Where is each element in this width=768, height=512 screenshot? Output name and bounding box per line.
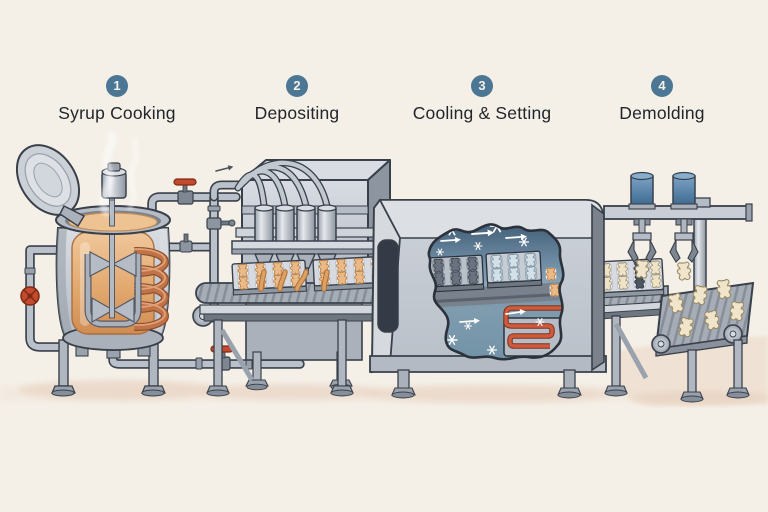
takeaway-conveyor: [651, 280, 755, 403]
stage-3-header: 3 Cooling & Setting: [372, 75, 592, 124]
stage-4-number-badge: 4: [651, 75, 673, 97]
lid-hinge: [59, 204, 86, 228]
feed-hoses: [234, 159, 331, 210]
pneumatic-pickers: [627, 171, 699, 280]
gripper: [687, 239, 699, 263]
tunnel-entrance: [377, 239, 399, 333]
flow-arrow: [214, 163, 235, 175]
cooking-kettle: [15, 144, 171, 397]
setting-mold-tray-frozen: [428, 254, 485, 293]
stage-4-label: Demolding: [619, 103, 705, 123]
stage-1-number-badge: 1: [106, 75, 128, 97]
gripper: [627, 239, 639, 263]
stage-1-header: 1 Syrup Cooking: [7, 75, 227, 124]
stage-2-header: 2 Depositing: [187, 75, 407, 124]
gripper: [669, 239, 681, 263]
stage-2-number-badge: 2: [286, 75, 308, 97]
syrup-streams: [258, 269, 330, 292]
stage-3-number-badge: 3: [471, 75, 493, 97]
stage-2-label: Depositing: [254, 103, 340, 123]
gripper: [645, 239, 657, 263]
tunnel-right-edge: [591, 203, 605, 372]
stage-3-label: Cooling & Setting: [412, 103, 552, 123]
steam: [99, 132, 139, 216]
demold-tray: [595, 257, 665, 299]
gray-valve-vertical: [179, 217, 236, 253]
setting-mold-tray-set: [485, 250, 543, 289]
picker: [627, 171, 657, 278]
red-valve-top: [173, 178, 197, 205]
kettle-lid: [15, 144, 86, 228]
stage-4-header: 4 Demolding: [552, 75, 768, 124]
red-wheel-valve: [20, 286, 40, 306]
mold-tray: [312, 255, 389, 292]
picker: [669, 171, 699, 280]
agitator: [84, 197, 142, 328]
stage-1-label: Syrup Cooking: [58, 103, 176, 123]
mold-tray: [231, 259, 308, 296]
